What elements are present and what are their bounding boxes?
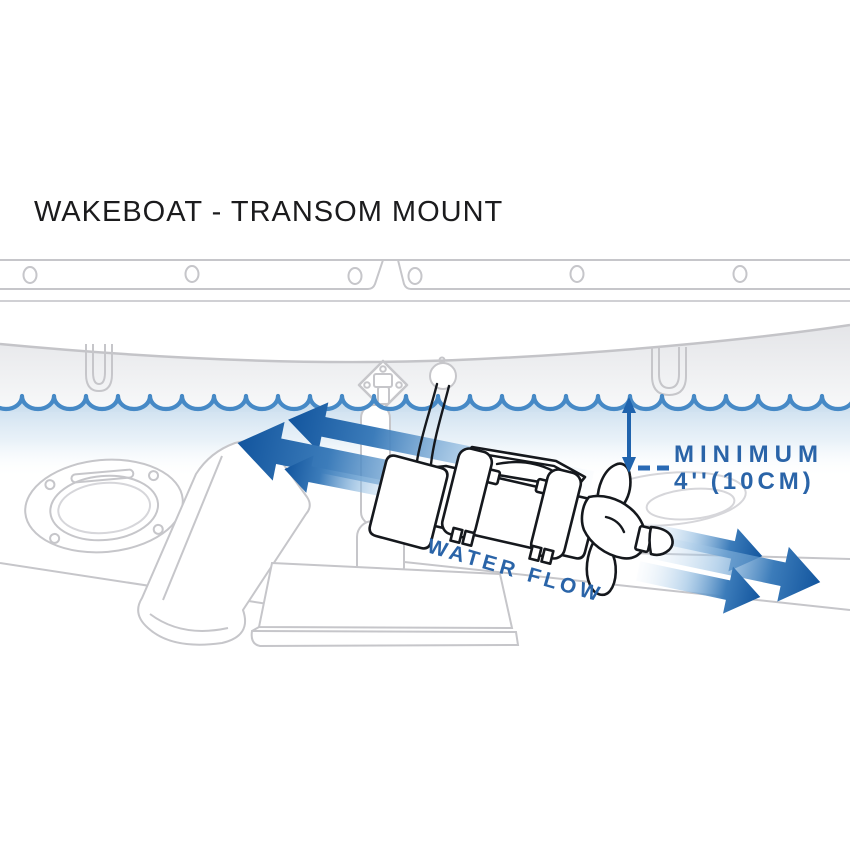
clearance-measure-arrow-icon xyxy=(622,397,676,473)
transom-mount-plate xyxy=(357,359,409,411)
thruster-motor xyxy=(368,382,674,597)
strap-foot xyxy=(449,526,464,545)
right-flow-arrows-icon xyxy=(635,522,821,614)
hull-bracket-right xyxy=(651,347,687,397)
motor-end-cap xyxy=(368,454,449,550)
motor-cable xyxy=(415,382,439,463)
clearance-label-line1: MINIMUM xyxy=(674,441,824,468)
prop-nose-cone xyxy=(648,525,674,557)
strap-foot xyxy=(540,547,555,566)
exhaust-pipe xyxy=(137,440,311,646)
waterline-wave xyxy=(0,393,850,412)
page-title: WAKEBOAT - TRANSOM MOUNT xyxy=(34,196,503,228)
intake-plate xyxy=(24,458,184,554)
clearance-label-line2: 4''(10CM) xyxy=(674,468,815,495)
cable-grommet xyxy=(429,356,457,390)
motor-cable xyxy=(429,384,451,466)
underwater-details xyxy=(0,404,850,648)
strap-foot xyxy=(461,529,476,548)
propeller xyxy=(580,462,674,597)
hull-bracket-left xyxy=(85,344,113,393)
transom-hull xyxy=(0,323,850,412)
rail-screws xyxy=(22,265,748,285)
rub-rail xyxy=(0,259,850,302)
trim-plate xyxy=(250,561,520,648)
strap-foot xyxy=(528,544,543,563)
